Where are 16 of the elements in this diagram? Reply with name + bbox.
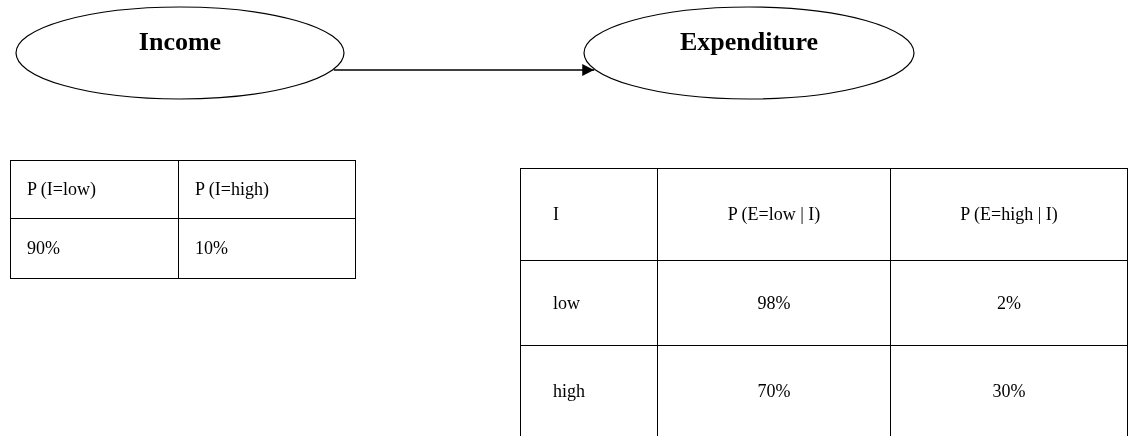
table-value: 2%: [997, 292, 1021, 313]
column-header: P (I=low): [27, 179, 96, 199]
table-value: 70%: [757, 380, 791, 401]
node-title: Income: [138, 25, 222, 58]
column-header: P (E=high | I): [960, 204, 1058, 224]
column-header: I: [553, 204, 559, 224]
table-value: high: [553, 380, 585, 401]
node-title: Expenditure: [679, 25, 819, 58]
arrow: [333, 64, 595, 76]
table-value: 30%: [992, 380, 1026, 401]
table-value: 90%: [27, 238, 60, 258]
column-header: P (I=high): [195, 179, 269, 199]
table-value: 10%: [195, 238, 228, 258]
table-value: 98%: [757, 292, 791, 313]
table-value: low: [553, 292, 580, 313]
column-header: P (E=low | I): [727, 204, 821, 224]
